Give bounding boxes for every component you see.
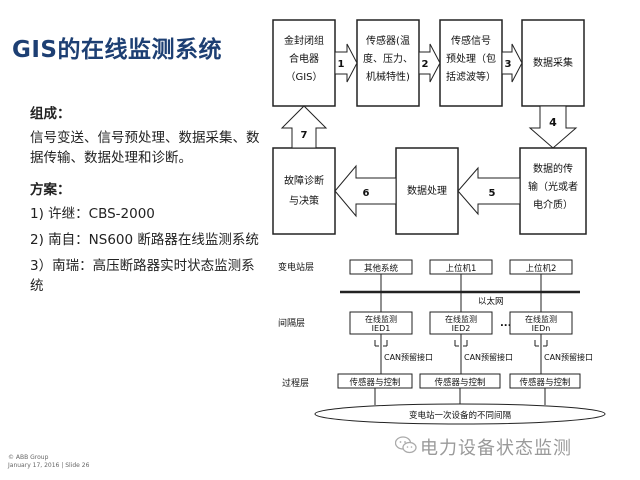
flow-arrow-5-label: 5 bbox=[489, 188, 496, 199]
footer-date: January 17, 2016 | Slide 26 bbox=[8, 462, 90, 469]
page-title: GIS的在线监测系统 bbox=[12, 37, 223, 63]
network-diagram: 变电站层 间隔层 过程层 其他系统 上位机1 上位机2 以太网 在线监测 IED… bbox=[278, 259, 606, 425]
layer-label-station: 变电站层 bbox=[278, 261, 314, 273]
node-ied2-line1: 在线监测 bbox=[445, 314, 477, 324]
footer-copyright: © ABB Group bbox=[8, 454, 49, 461]
left-text-column: 组成： 信号变送、信号预处理、数据采集、数据传输、数据处理和诊断。 方案： 1)… bbox=[30, 102, 260, 296]
scheme-item-1: 1) 许继：CBS-2000 bbox=[30, 206, 155, 222]
flow-box-sensor bbox=[356, 19, 420, 107]
node-iedn-line2: IEDn bbox=[532, 324, 551, 333]
wechat-icon bbox=[395, 436, 417, 454]
flow-box-transmission-line2: 输（光或者 bbox=[528, 180, 578, 193]
flow-arrow-1-label: 1 bbox=[338, 59, 345, 70]
flow-box-acquisition-line1: 数据采集 bbox=[533, 56, 573, 69]
flow-box-gis bbox=[272, 19, 336, 107]
flow-arrow-1: 1 bbox=[334, 43, 358, 83]
flow-box-sensor-line2: 度、压力、 bbox=[363, 52, 413, 65]
flow-box-preprocess-line3: 括滤波等） bbox=[446, 70, 496, 83]
node-sensor-1-label: 传感器与控制 bbox=[349, 377, 400, 388]
flow-box-gis-line3: （GIS） bbox=[285, 71, 322, 83]
flow-box-diagnosis-line2: 与决策 bbox=[289, 194, 319, 207]
node-ied1-line2: IED1 bbox=[372, 324, 391, 333]
flow-arrow-2-label: 2 bbox=[422, 59, 429, 70]
flow-arrow-4: 4 bbox=[528, 105, 578, 149]
flow-arrow-7-label: 7 bbox=[301, 130, 308, 141]
flow-arrow-3: 3 bbox=[501, 43, 523, 83]
node-sensor-3-label: 传感器与控制 bbox=[519, 377, 570, 388]
flow-arrow-3-label: 3 bbox=[505, 59, 512, 70]
ethernet-label: 以太网 bbox=[478, 296, 504, 307]
layer-label-bay: 间隔层 bbox=[278, 317, 305, 329]
node-primary-equipment bbox=[314, 403, 606, 425]
can-label-1: CAN预留接口 bbox=[384, 352, 433, 362]
flow-box-sensor-line1: 传感器(温 bbox=[366, 34, 410, 47]
flow-box-processing-line1: 数据处理 bbox=[407, 184, 447, 197]
can-label-2: CAN预留接口 bbox=[464, 352, 513, 362]
flow-box-sensor-line3: 机械特性) bbox=[366, 70, 410, 83]
flow-box-transmission-line3: 电介质） bbox=[533, 198, 573, 211]
flow-box-diagnosis-line1: 故障诊断 bbox=[284, 174, 324, 187]
can-label-3: CAN预留接口 bbox=[544, 352, 593, 362]
flow-box-preprocess-line1: 传感信号 bbox=[451, 34, 491, 47]
footer: © ABB Group January 17, 2016 | Slide 26 bbox=[8, 454, 89, 470]
scheme-heading: 方案： bbox=[30, 182, 71, 198]
flow-arrow-2: 2 bbox=[418, 43, 441, 83]
node-sensor-2-label: 传感器与控制 bbox=[434, 377, 485, 388]
scheme-item-2: 2) 南自：NS600 断路器在线监测系统 bbox=[30, 232, 259, 248]
flow-arrow-6: 6 bbox=[334, 164, 397, 218]
watermark-text: 电力设备状态监测 bbox=[420, 438, 572, 459]
node-other-system-label: 其他系统 bbox=[364, 263, 399, 274]
flow-arrow-6-label: 6 bbox=[363, 188, 370, 199]
scheme-item-3: 3）南瑞：高压断路器实时状态监测系统 bbox=[30, 258, 255, 294]
node-host2-label: 上位机2 bbox=[526, 263, 557, 274]
flow-box-transmission bbox=[519, 147, 587, 235]
flow-box-diagnosis bbox=[272, 147, 336, 235]
node-host1-label: 上位机1 bbox=[446, 263, 477, 274]
flow-arrow-4-label: 4 bbox=[549, 116, 557, 129]
flow-box-transmission-line1: 数据的传 bbox=[533, 162, 573, 175]
composition-text: 信号变送、信号预处理、数据采集、数据传输、数据处理和诊断。 bbox=[30, 130, 260, 166]
flow-box-preprocess bbox=[439, 19, 503, 107]
layer-label-process: 过程层 bbox=[282, 377, 309, 389]
node-ied2-line2: IED2 bbox=[452, 324, 471, 333]
flow-box-gis-line1: 金封闭组 bbox=[284, 34, 324, 47]
flow-arrow-7: 7 bbox=[280, 105, 328, 149]
flow-box-preprocess-line2: 预处理（包 bbox=[446, 52, 496, 65]
node-ied1-line1: 在线监测 bbox=[365, 314, 397, 324]
flow-box-gis-line2: 合电器 bbox=[289, 52, 319, 65]
flow-arrow-5: 5 bbox=[457, 166, 521, 216]
node-primary-equipment-label: 变电站一次设备的不同间隔 bbox=[409, 410, 512, 421]
node-iedn-line1: 在线监测 bbox=[525, 314, 557, 324]
composition-heading: 组成： bbox=[30, 106, 71, 122]
